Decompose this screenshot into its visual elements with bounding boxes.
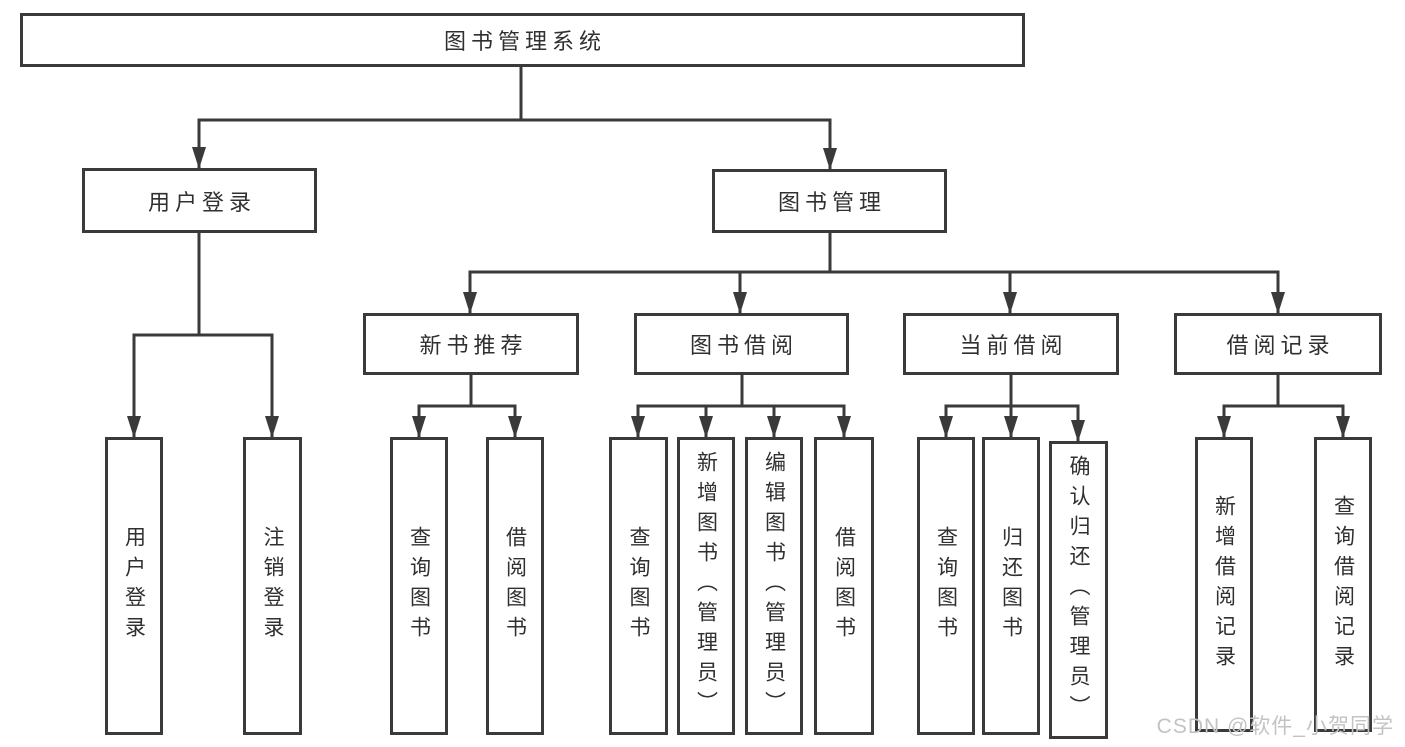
leaf-br-query-record-label: 查询借阅记录 (1331, 494, 1355, 675)
node-user-login-label: 用户登录 (147, 189, 256, 215)
leaf-nb-query-book: 查询图书 (390, 437, 448, 735)
leaf-bb-query-book: 查询图书 (609, 437, 668, 735)
node-new-book-recommend: 新书推荐 (363, 313, 579, 375)
leaf-bb-add-book-admin: 新增图书（管理员） (677, 437, 735, 735)
leaf-br-query-record: 查询借阅记录 (1314, 437, 1372, 732)
leaf-bb-edit-book-admin: 编辑图书（管理员） (745, 437, 803, 735)
leaf-nb-borrow-book-label: 借阅图书 (503, 526, 527, 646)
leaf-cb-return-book-label: 归还图书 (999, 526, 1023, 646)
leaf-cb-confirm-return-admin: 确认归还（管理员） (1049, 441, 1108, 739)
node-book-management: 图书管理 (712, 169, 947, 233)
leaf-cb-confirm-return-admin-label: 确认归还（管理员） (1067, 455, 1091, 725)
leaf-nb-query-book-label: 查询图书 (407, 526, 431, 646)
leaf-user-login-label: 用户登录 (122, 526, 146, 646)
node-user-login: 用户登录 (82, 168, 317, 233)
leaf-cb-query-book: 查询图书 (917, 437, 975, 735)
node-root-label: 图书管理系统 (443, 29, 606, 54)
node-current-borrow-label: 当前借阅 (959, 333, 1068, 358)
leaf-cb-query-book-label: 查询图书 (934, 526, 958, 646)
leaf-bb-borrow-book-label: 借阅图书 (832, 526, 856, 646)
leaf-user-login: 用户登录 (105, 437, 163, 735)
leaf-bb-query-book-label: 查询图书 (627, 526, 651, 646)
node-book-borrow: 图书借阅 (634, 313, 849, 375)
node-new-book-recommend-label: 新书推荐 (419, 333, 528, 358)
node-borrow-records-label: 借阅记录 (1226, 333, 1335, 358)
leaf-logout-label: 注销登录 (261, 526, 285, 646)
leaf-br-add-record: 新增借阅记录 (1195, 437, 1253, 732)
watermark: CSDN @软件_小贺同学 (1156, 715, 1394, 738)
leaf-cb-return-book: 归还图书 (982, 437, 1040, 735)
leaf-nb-borrow-book: 借阅图书 (486, 437, 544, 735)
node-root: 图书管理系统 (20, 13, 1025, 67)
leaf-logout: 注销登录 (243, 437, 302, 735)
node-current-borrow: 当前借阅 (903, 313, 1119, 375)
node-book-borrow-label: 图书借阅 (689, 333, 798, 358)
node-borrow-records: 借阅记录 (1174, 313, 1382, 375)
node-book-management-label: 图书管理 (777, 190, 886, 215)
leaf-bb-borrow-book: 借阅图书 (814, 437, 874, 735)
leaf-bb-edit-book-admin-label: 编辑图书（管理员） (762, 451, 786, 721)
leaf-bb-add-book-admin-label: 新增图书（管理员） (694, 451, 718, 721)
leaf-br-add-record-label: 新增借阅记录 (1212, 494, 1236, 675)
